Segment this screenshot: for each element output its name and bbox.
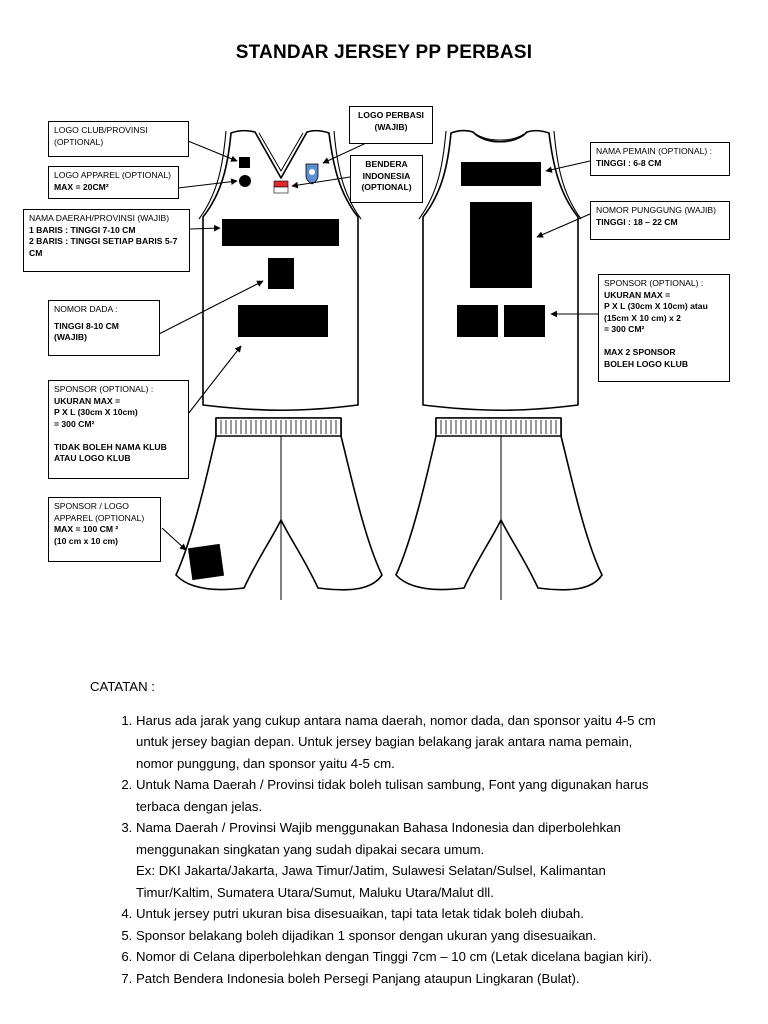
label-line: LOGO APPAREL (OPTIONAL) xyxy=(54,170,172,180)
note-item: Untuk jersey putri ukuran bisa disesuaik… xyxy=(136,903,730,925)
label-line: (15cm X 10 cm) x 2 xyxy=(604,312,681,323)
label-line: ATAU LOGO KLUB xyxy=(54,453,131,463)
label-nama-daerah: NAMA DAERAH/PROVINSI (WAJIB) 1 BARIS : T… xyxy=(23,209,190,272)
note-line: menggunakan singkatan yang sudah dipakai… xyxy=(136,841,485,857)
note-line: Timur/Kaltim, Sumatera Utara/Sumut, Malu… xyxy=(136,884,494,900)
note-line: Patch Bendera Indonesia boleh Persegi Pa… xyxy=(136,970,580,986)
label-line: MAX = 100 CM ² xyxy=(54,524,119,534)
back-shorts xyxy=(395,417,603,591)
label-logo-perbasi: LOGO PERBASI (WAJIB) xyxy=(349,106,433,144)
label-line: NOMOR DADA : xyxy=(54,304,118,314)
label-line: INDONESIA xyxy=(362,170,411,181)
back-sponsor-right xyxy=(504,305,545,337)
label-line: MAX = 20CM² xyxy=(54,181,109,192)
back-sponsor-left xyxy=(457,305,498,337)
logo-club-square xyxy=(239,157,250,168)
front-region-name xyxy=(222,219,339,246)
back-player-name xyxy=(461,162,541,186)
label-line: SPONSOR (OPTIONAL) : xyxy=(54,384,154,394)
label-line: (OPTIONAL) xyxy=(361,182,412,192)
label-nomor-punggung: NOMOR PUNGGUNG (WAJIB) TINGGI : 18 – 22 … xyxy=(590,201,730,240)
label-line: TINGGI : 18 – 22 CM xyxy=(596,216,678,227)
label-line: P X L (30cm X 10cm) xyxy=(54,407,138,417)
label-bendera: BENDERA INDONESIA (OPTIONAL) xyxy=(350,155,423,203)
logo-apparel-dot xyxy=(239,175,251,187)
notes-heading: CATATAN : xyxy=(90,679,155,694)
front-number xyxy=(268,258,294,289)
label-sponsor-shorts: SPONSOR / LOGO APPAREL (OPTIONAL) MAX = … xyxy=(48,497,161,562)
back-number xyxy=(470,202,532,288)
label-line: = 300 CM² xyxy=(54,418,95,429)
label-line: TIDAK BOLEH NAMA KLUB xyxy=(54,441,167,452)
label-line: 2 BARIS : TINGGI SETIAP BARIS 5-7 xyxy=(29,236,178,246)
label-line: SPONSOR / LOGO xyxy=(54,501,129,511)
label-line: LOGO PERBASI xyxy=(358,110,424,120)
label-line: NAMA DAERAH/PROVINSI (WAJIB) xyxy=(29,213,170,223)
note-line: Nomor di Celana diperbolehkan dengan Tin… xyxy=(136,949,653,964)
label-line: NOMOR PUNGGUNG (WAJIB) xyxy=(596,205,716,215)
label-sponsor-back: SPONSOR (OPTIONAL) : UKURAN MAX = P X L … xyxy=(598,274,730,382)
flag-white xyxy=(273,186,289,194)
flag-red xyxy=(273,180,289,188)
label-logo-apparel: LOGO APPAREL (OPTIONAL) MAX = 20CM² xyxy=(48,166,179,199)
notes-section: CATATAN : Harus ada jarak yang cukup ant… xyxy=(90,676,730,989)
note-line: Untuk jersey putri ukuran bisa disesuaik… xyxy=(136,906,584,921)
label-line: (WAJIB) xyxy=(374,121,408,132)
label-line: CM xyxy=(29,247,43,258)
label-sponsor-front: SPONSOR (OPTIONAL) : UKURAN MAX = P X L … xyxy=(48,380,189,479)
note-item: Harus ada jarak yang cukup antara nama d… xyxy=(136,710,730,775)
label-line xyxy=(54,430,183,442)
note-line: Ex: DKI Jakarta/Jakarta, Jawa Timur/Jati… xyxy=(136,863,606,878)
label-line: TINGGI 8-10 CM xyxy=(54,320,119,331)
label-line: 1 BARIS : TINGGI 7-10 CM xyxy=(29,224,136,235)
label-nomor-dada: NOMOR DADA : TINGGI 8-10 CM (WAJIB) xyxy=(48,300,160,356)
shorts-sponsor xyxy=(187,543,225,581)
label-line: (10 cm x 10 cm) xyxy=(54,535,119,546)
note-item: Untuk Nama Daerah / Provinsi tidak boleh… xyxy=(136,774,730,817)
label-line: TINGGI : 6-8 CM xyxy=(596,157,662,168)
label-line: APPAREL (OPTIONAL) xyxy=(54,512,145,523)
label-line: UKURAN MAX = xyxy=(54,395,121,406)
note-line: Untuk Nama Daerah / Provinsi tidak boleh… xyxy=(136,777,649,792)
notes-list: Harus ada jarak yang cukup antara nama d… xyxy=(90,710,730,990)
label-line: P X L (30cm X 10cm) atau xyxy=(604,301,708,311)
front-sponsor xyxy=(238,305,328,337)
note-item: Nama Daerah / Provinsi Wajib menggunakan… xyxy=(136,817,730,903)
label-line: (WAJIB) xyxy=(54,332,87,342)
label-line: LOGO CLUB/PROVINSI xyxy=(54,125,148,135)
note-item: Patch Bendera Indonesia boleh Persegi Pa… xyxy=(136,968,730,990)
label-line: NAMA PEMAIN (OPTIONAL) : xyxy=(596,146,713,156)
note-line: nomor punggung, dan sponsor yaitu 4-5 cm… xyxy=(136,755,395,771)
label-line xyxy=(604,336,724,348)
note-line: untuk jersey bagian depan. Untuk jersey … xyxy=(136,734,633,749)
label-line: SPONSOR (OPTIONAL) : xyxy=(604,278,704,288)
page-title: STANDAR JERSEY PP PERBASI xyxy=(235,42,533,63)
label-logo-club: LOGO CLUB/PROVINSI (OPTIONAL) xyxy=(48,121,189,157)
label-line: = 300 CM² xyxy=(604,324,645,334)
label-line: UKURAN MAX = xyxy=(604,289,671,300)
label-line: (OPTIONAL) xyxy=(54,136,104,147)
note-line: terbaca dengan jelas. xyxy=(136,798,263,814)
label-line: MAX 2 SPONSOR xyxy=(604,347,676,357)
note-item: Nomor di Celana diperbolehkan dengan Tin… xyxy=(136,946,730,968)
note-item: Sponsor belakang boleh dijadikan 1 spons… xyxy=(136,925,730,947)
note-line: Harus ada jarak yang cukup antara nama d… xyxy=(136,712,656,728)
label-line: BENDERA xyxy=(365,159,408,169)
jersey-diagram xyxy=(158,129,603,600)
note-line: Nama Daerah / Provinsi Wajib menggunakan… xyxy=(136,820,621,835)
note-line: Sponsor belakang boleh dijadikan 1 spons… xyxy=(136,927,597,943)
label-nama-pemain: NAMA PEMAIN (OPTIONAL) : TINGGI : 6-8 CM xyxy=(590,142,730,176)
label-line: BOLEH LOGO KLUB xyxy=(604,358,689,369)
